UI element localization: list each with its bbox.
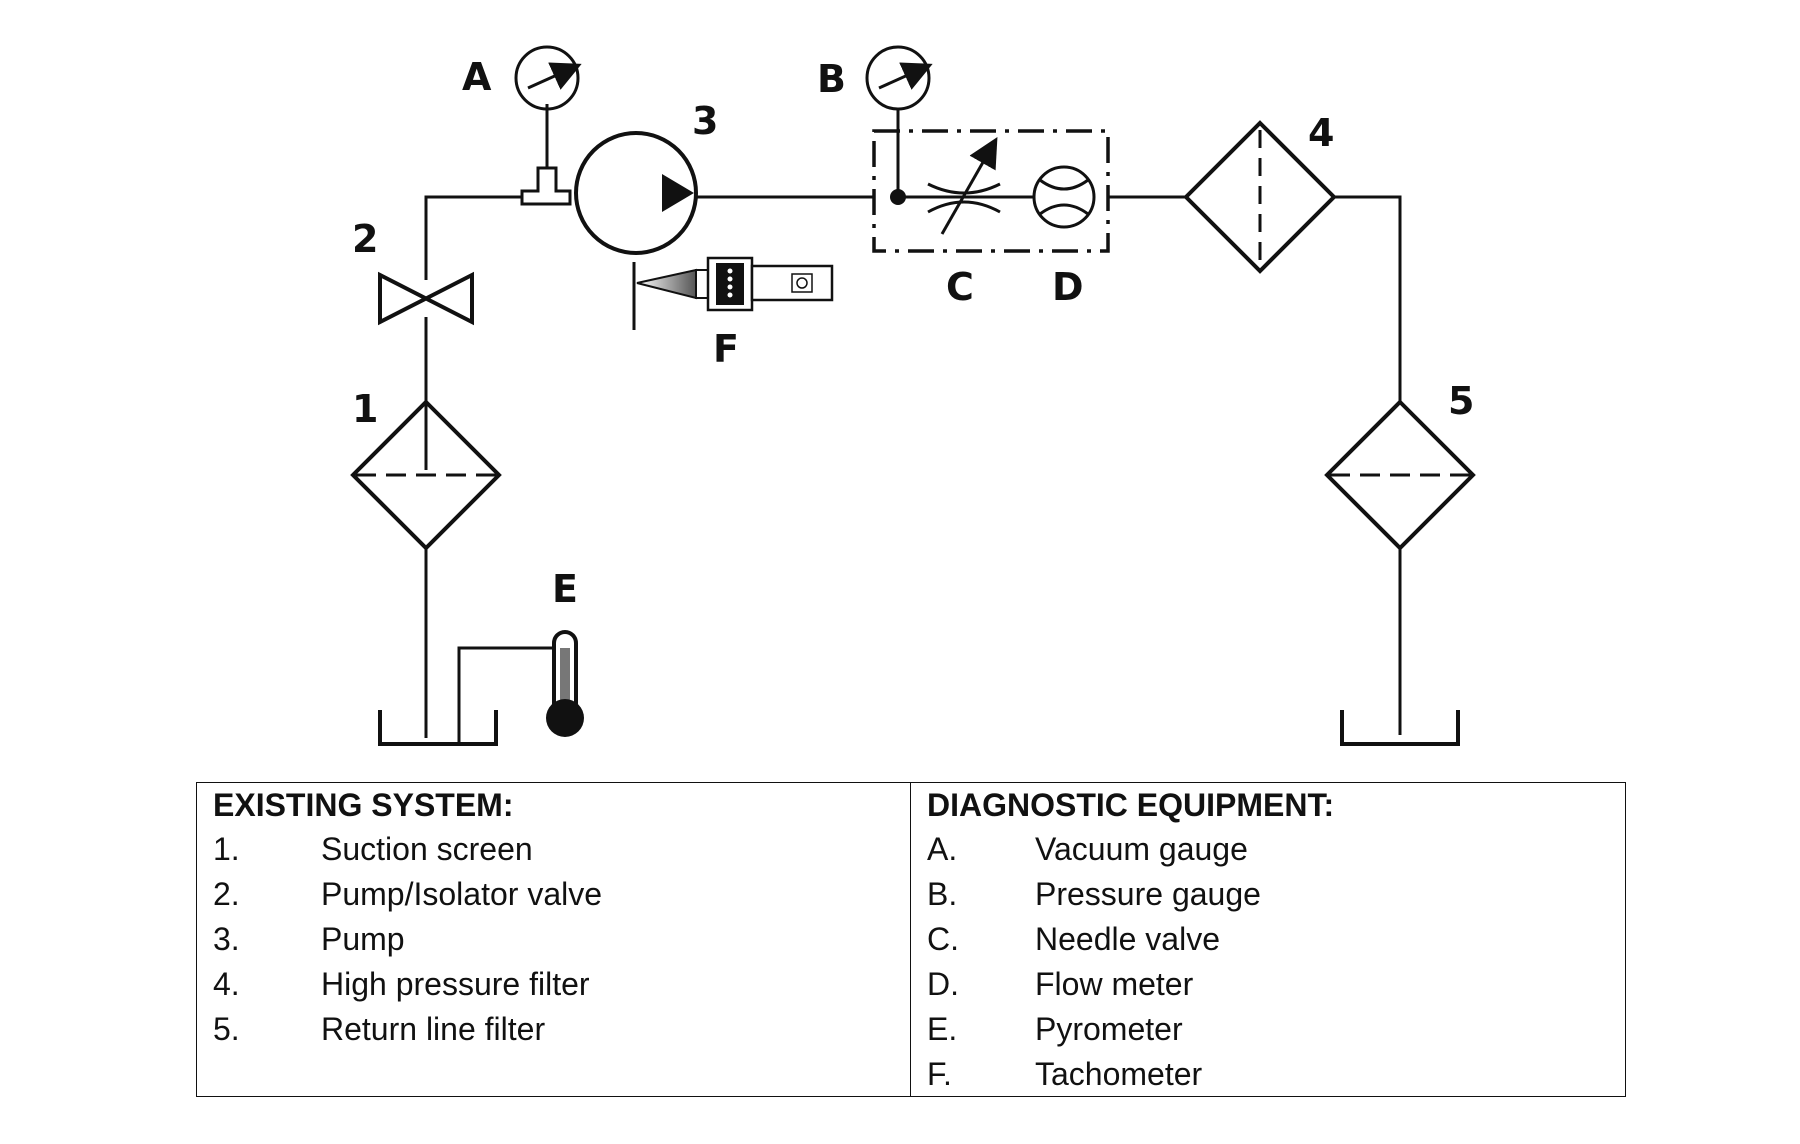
return-line-filter-icon bbox=[1324, 399, 1476, 551]
label-4: 4 bbox=[1308, 111, 1334, 155]
legend-row: 2. Pump/Isolator valve bbox=[213, 872, 910, 917]
legend-row-label: Flow meter bbox=[1035, 966, 1194, 1002]
legend-row: D. Flow meter bbox=[927, 962, 1625, 1007]
pipe-lines bbox=[424, 195, 1402, 738]
label-2: 2 bbox=[352, 217, 378, 261]
legend-row-label: Pressure gauge bbox=[1035, 876, 1261, 912]
legend-row-label: Vacuum gauge bbox=[1035, 831, 1248, 867]
hydraulic-circuit-diagram: A 3 F B C bbox=[350, 45, 1476, 746]
legend-row-label: Suction screen bbox=[321, 831, 533, 867]
legend-row-label: Needle valve bbox=[1035, 921, 1220, 957]
legend-row: F. Tachometer bbox=[927, 1052, 1625, 1097]
label-D: D bbox=[1052, 265, 1084, 309]
legend-row-label: Pyrometer bbox=[1035, 1011, 1183, 1047]
pressure-gauge-icon bbox=[865, 45, 933, 205]
legend-row-letter: E. bbox=[927, 1011, 958, 1047]
diagnostic-equipment-title: DIAGNOSTIC EQUIPMENT: bbox=[927, 787, 1335, 823]
legend-row: B. Pressure gauge bbox=[927, 872, 1625, 917]
isolator-valve-icon bbox=[378, 271, 474, 326]
tee-fitting bbox=[520, 104, 572, 206]
legend-table: EXISTING SYSTEM: 1. Suction screen 2. Pump… bbox=[196, 782, 1626, 1097]
legend-row-number: 1. bbox=[213, 831, 240, 867]
legend-row-label: Tachometer bbox=[1035, 1056, 1203, 1092]
legend-row-letter: F. bbox=[927, 1056, 952, 1092]
pump-icon bbox=[574, 131, 698, 255]
legend-row-letter: B. bbox=[927, 876, 958, 912]
needle-valve-icon bbox=[898, 136, 1034, 235]
reservoir-left-icon bbox=[378, 710, 498, 746]
label-A: A bbox=[462, 55, 492, 99]
tachometer-icon bbox=[632, 256, 834, 330]
label-E: E bbox=[552, 567, 578, 611]
legend-row-label: Return line filter bbox=[321, 1011, 546, 1047]
legend-row-label: Pump bbox=[321, 921, 405, 957]
legend-row: C. Needle valve bbox=[927, 917, 1625, 962]
legend-row: 3. Pump bbox=[213, 917, 910, 962]
legend-row-label: High pressure filter bbox=[321, 966, 590, 1002]
vacuum-gauge-icon bbox=[514, 45, 582, 111]
high-pressure-filter-icon bbox=[1183, 120, 1337, 274]
label-B: B bbox=[817, 57, 846, 101]
diagnostic-enclosure bbox=[872, 129, 1110, 253]
existing-system-column: EXISTING SYSTEM: 1. Suction screen 2. Pump… bbox=[197, 783, 911, 1096]
legend-row: A. Vacuum gauge bbox=[927, 827, 1625, 872]
legend-row-label: Pump/Isolator valve bbox=[321, 876, 603, 912]
diagnostic-equipment-column: DIAGNOSTIC EQUIPMENT: A. Vacuum gauge B. P… bbox=[911, 783, 1625, 1096]
legend-row-number: 3. bbox=[213, 921, 240, 957]
legend-row: 5. Return line filter bbox=[213, 1007, 910, 1052]
legend-row-number: 2. bbox=[213, 876, 240, 912]
label-1: 1 bbox=[352, 387, 378, 431]
label-3: 3 bbox=[692, 99, 718, 143]
reservoir-right-icon bbox=[1340, 710, 1460, 746]
label-C: C bbox=[946, 265, 974, 309]
label-5: 5 bbox=[1448, 379, 1474, 423]
legend-row: E. Pyrometer bbox=[927, 1007, 1625, 1052]
legend-row: 1. Suction screen bbox=[213, 827, 910, 872]
suction-screen-icon bbox=[350, 399, 502, 551]
legend-row-letter: C. bbox=[927, 921, 959, 957]
legend-row-number: 5. bbox=[213, 1011, 240, 1047]
legend-row: 4. High pressure filter bbox=[213, 962, 910, 1007]
legend-row-letter: D. bbox=[927, 966, 959, 1002]
label-F: F bbox=[713, 327, 739, 371]
thermometer-icon bbox=[457, 630, 584, 744]
flow-meter-icon bbox=[1032, 165, 1096, 229]
legend-row-number: 4. bbox=[213, 966, 240, 1002]
legend-row-letter: A. bbox=[927, 831, 958, 867]
existing-system-title: EXISTING SYSTEM: bbox=[213, 787, 514, 823]
